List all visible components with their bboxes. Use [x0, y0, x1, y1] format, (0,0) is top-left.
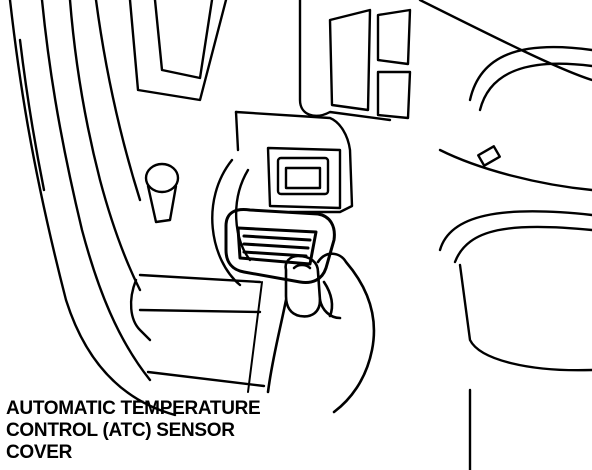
switch-icon — [276, 156, 330, 196]
callout-line-3: COVER — [6, 442, 73, 463]
sensor-cover-callout: AUTOMATIC TEMPERATURE CONTROL (ATC) SENS… — [6, 398, 336, 464]
knob-icon — [144, 162, 180, 224]
leader-line — [247, 281, 263, 393]
upper-vent-panel — [128, 0, 412, 122]
steering-column-outline — [8, 0, 177, 417]
right-dash-outline — [418, 0, 592, 470]
lower-trim — [129, 273, 266, 388]
callout-line-1: AUTOMATIC TEMPERATURE — [6, 398, 261, 419]
callout-line-2: CONTROL (ATC) SENSOR — [6, 420, 235, 441]
center-panel — [234, 110, 354, 214]
hand-icon — [266, 252, 376, 414]
